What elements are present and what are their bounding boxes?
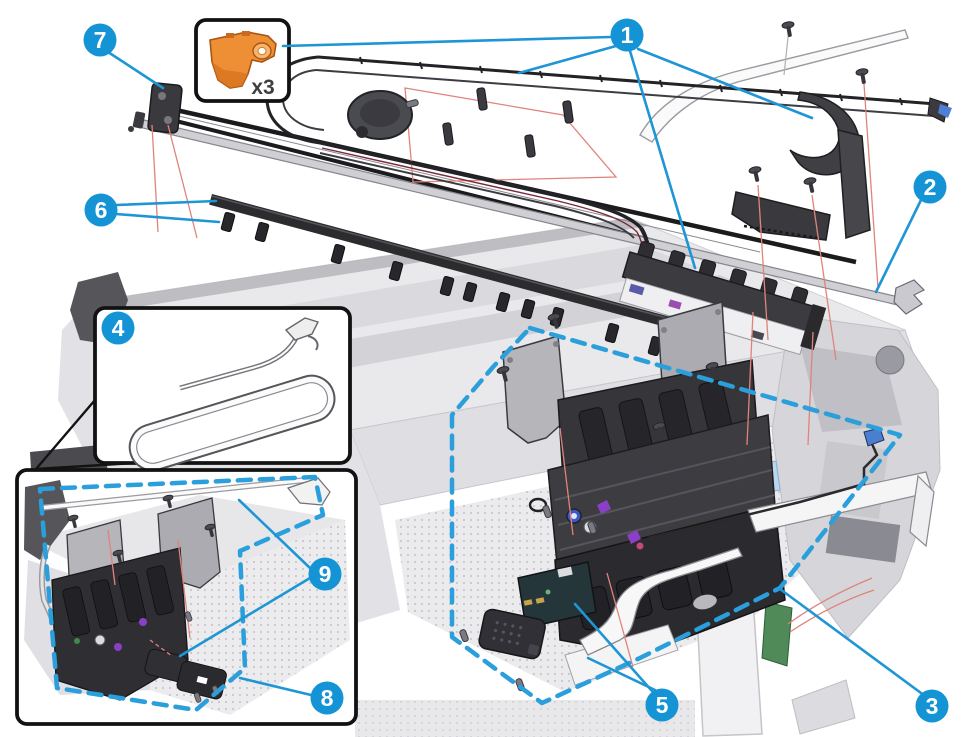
callout-badges: 1 2 3 4 5 6 7 8 <box>83 18 949 723</box>
red-reference-lines <box>151 83 879 668</box>
svg-text:7: 7 <box>94 27 107 53</box>
left-bracket <box>147 82 183 134</box>
callout-badge-3: 3 <box>915 689 949 723</box>
svg-text:5: 5 <box>656 692 669 718</box>
removal-region-outline <box>449 325 903 706</box>
callout-badge-1: 1 <box>610 18 644 52</box>
svg-text:3: 3 <box>926 693 939 719</box>
svg-text:1: 1 <box>621 22 634 48</box>
inset-box-harness <box>35 306 352 472</box>
callout-badge-9: 9 <box>308 557 342 591</box>
callout-badge-2: 2 <box>913 170 947 204</box>
callout-badge-8: 8 <box>310 681 344 715</box>
inset-box-clip: x3 <box>194 18 291 103</box>
slider-rod <box>128 111 926 315</box>
ink-supply-station <box>528 359 935 686</box>
flex-cable <box>579 547 743 656</box>
clip-quantity-label: x3 <box>251 76 274 99</box>
svg-text:4: 4 <box>112 315 125 341</box>
tube-clip-part-icon <box>209 31 277 89</box>
svg-text:6: 6 <box>95 197 108 223</box>
ink-connector-purple <box>597 500 611 514</box>
svg-text:8: 8 <box>321 685 334 711</box>
pca-board <box>517 561 597 629</box>
svg-text:2: 2 <box>924 174 937 200</box>
inset-removal-region-outline <box>37 474 326 713</box>
harness-loop-part-icon <box>128 317 336 472</box>
callout-leader-lines <box>106 35 923 697</box>
svg-text:9: 9 <box>319 561 332 587</box>
callout-badge-6: 6 <box>84 193 118 227</box>
encoder-rail <box>209 194 700 336</box>
callout-badge-4: 4 <box>101 311 135 345</box>
callout-badge-5: 5 <box>645 688 679 722</box>
inset-box-assembly <box>15 468 358 726</box>
callout-badge-7: 7 <box>83 23 117 57</box>
sound-module <box>478 608 546 660</box>
